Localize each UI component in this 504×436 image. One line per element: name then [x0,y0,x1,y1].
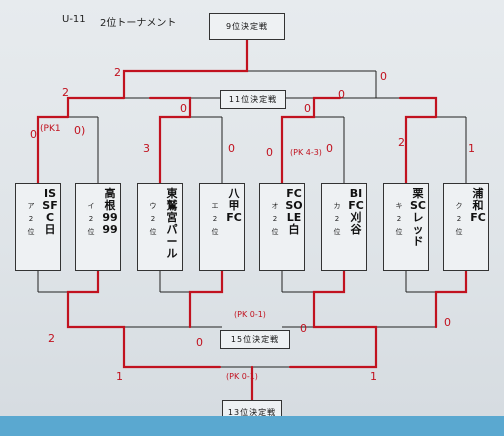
team-slot-label: イ2位 [87,202,95,236]
score-bottom-right-a: 0 [300,322,307,335]
fifteenth-place-match-box: 15位決定戦 [220,330,290,349]
team-name: ISSFC日 [42,187,58,236]
team-name: BIFC刈谷 [348,187,364,236]
score-r1-m2-left: 3 [143,142,150,155]
score-r1-m4-right: 1 [468,142,475,155]
score-sf1-left: 2 [62,86,69,99]
score-bottom-final-left: 1 [116,370,123,383]
team-box-i: イ2位 高根9999 [75,183,121,271]
team-slot-label: ア2位 [27,202,35,236]
team-name: 八甲FC [226,187,242,224]
score-r1-m3-pk: (PK 4-3) [290,148,322,157]
ninth-place-match-box: 9位決定戦 [209,13,285,40]
score-bottom-left-a: 2 [48,332,55,345]
eleventh-place-match-box: 11位決定戦 [220,90,286,109]
team-box-o: オ2位 FCSOLE白 [259,183,305,271]
score-sf1-right: 0 [180,102,187,115]
team-slot-label: ク2位 [455,202,463,236]
division-label: U-11 [62,14,86,25]
team-name: 東鷲宮パール [166,187,178,260]
score-r1-m1-right: 0) [74,124,86,137]
score-bottom-final-right: 1 [370,370,377,383]
team-name: FCSOLE白 [285,187,303,236]
score-r1-m4-left: 2 [398,136,405,149]
score-bottom-pk2: (PK 0-1) [226,372,258,381]
score-r1-m1-left: 0 [30,128,37,141]
score-top-left-final: 2 [114,66,121,79]
score-bottom-left-b: 0 [196,336,203,349]
score-sf2-left: 0 [304,102,311,115]
score-top-right-final: 0 [380,70,387,83]
score-r1-m3-left: 0 [266,146,273,159]
team-slot-label: ウ2位 [149,202,157,236]
score-r1-m2-right: 0 [228,142,235,155]
blue-floor-strip [0,416,504,436]
score-r1-m3-right: 0 [326,142,333,155]
tournament-title: 2位トーナメント [100,18,177,29]
team-box-e: エ2位 八甲FC [199,183,245,271]
team-slot-label: エ2位 [211,202,219,236]
team-box-a: ア2位 ISSFC日 [15,183,61,271]
team-slot-label: オ2位 [271,202,279,236]
team-box-u: ウ2位 東鷲宮パール [137,183,183,271]
team-name: 浦和FC [470,187,486,224]
score-bottom-right-b: 0 [444,316,451,329]
team-box-ku: ク2位 浦和FC [443,183,489,271]
score-bottom-pk1: (PK 0-1) [234,310,266,319]
team-name: 高根9999 [102,187,118,236]
team-slot-label: カ2位 [333,202,341,236]
score-sf2-right: 0 [338,88,345,101]
team-name: 栗SCレッド [410,187,426,248]
score-r1-m1-pk: (PK1 [40,124,61,134]
team-box-ka: カ2位 BIFC刈谷 [321,183,367,271]
team-slot-label: キ2位 [395,202,403,236]
team-box-ki: キ2位 栗SCレッド [383,183,429,271]
